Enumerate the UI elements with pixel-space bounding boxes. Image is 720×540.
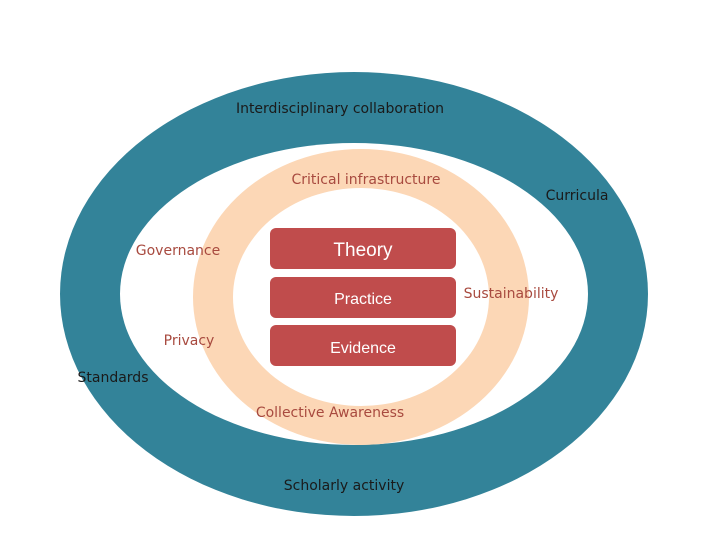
middle-label-governance: Governance	[136, 243, 220, 259]
core-label-evidence: Evidence	[330, 340, 396, 357]
outer-label-interdisciplinary-collaboration: Interdisciplinary collaboration	[236, 101, 444, 117]
core-box-practice	[270, 277, 456, 318]
core-box-theory	[270, 228, 456, 269]
outer-label-curricula: Curricula	[546, 188, 609, 204]
core-box-evidence	[270, 325, 456, 366]
outer-label-standards: Standards	[78, 370, 149, 386]
middle-label-privacy: Privacy	[164, 333, 215, 349]
outer-label-scholarly-activity: Scholarly activity	[284, 478, 404, 494]
middle-label-critical-infrastructure: Critical infrastructure	[292, 172, 441, 188]
core-label-theory: Theory	[333, 240, 393, 261]
middle-label-collective-awareness: Collective Awareness	[256, 405, 404, 421]
middle-label-sustainability: Sustainability	[464, 286, 559, 302]
core-label-practice: Practice	[334, 291, 392, 308]
